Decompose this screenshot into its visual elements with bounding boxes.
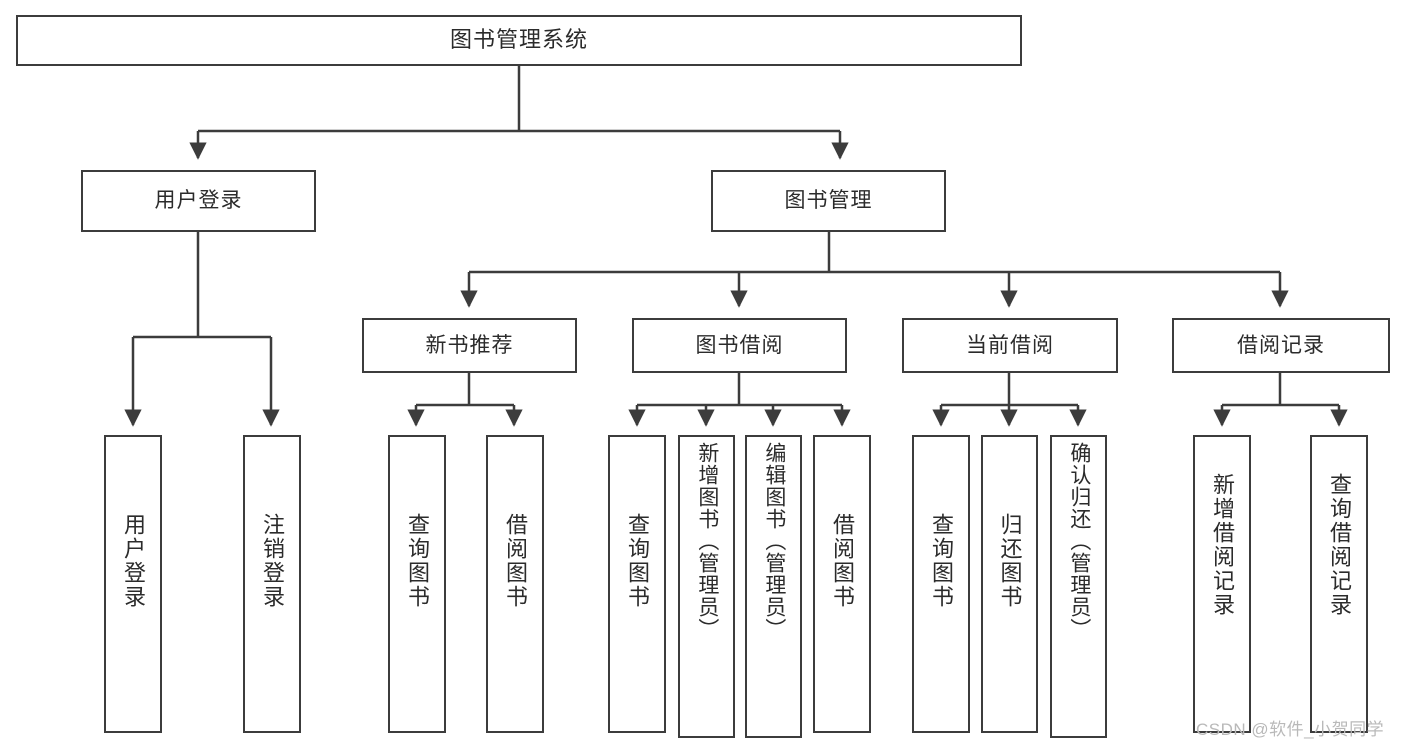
leaf-add-borrow-record[interactable]: 新增借阅记录	[1193, 435, 1251, 733]
node-label: 查询图书	[624, 513, 650, 609]
node-label: 确认归还（管理员）	[1067, 442, 1091, 640]
node-borrow-record[interactable]: 借阅记录	[1172, 318, 1390, 373]
node-book-management[interactable]: 图书管理	[711, 170, 946, 232]
node-label: 借阅图书	[502, 513, 528, 609]
node-label: 新书推荐	[425, 333, 514, 357]
leaf-logout[interactable]: 注销登录	[243, 435, 301, 733]
leaf-borrow-book[interactable]: 借阅图书	[813, 435, 871, 733]
node-user-login[interactable]: 用户登录	[81, 170, 316, 232]
node-label: 新增图书（管理员）	[695, 442, 719, 640]
leaf-edit-book-admin[interactable]: 编辑图书（管理员）	[745, 435, 802, 738]
leaf-return-book[interactable]: 归还图书	[981, 435, 1038, 733]
node-current-borrow[interactable]: 当前借阅	[902, 318, 1118, 373]
leaf-confirm-return-admin[interactable]: 确认归还（管理员）	[1050, 435, 1107, 738]
node-label: 查询借阅记录	[1326, 473, 1352, 617]
node-label: 新增借阅记录	[1209, 473, 1235, 617]
node-label: 用户登录	[120, 513, 146, 609]
node-label: 图书管理系统	[449, 27, 588, 53]
node-label: 编辑图书（管理员）	[762, 442, 786, 640]
leaf-add-book-admin[interactable]: 新增图书（管理员）	[678, 435, 735, 738]
node-label: 图书借阅	[695, 333, 784, 357]
node-label: 查询图书	[404, 513, 430, 609]
leaf-user-login[interactable]: 用户登录	[104, 435, 162, 733]
node-label: 当前借阅	[966, 333, 1054, 357]
leaf-borrow-book-recommend[interactable]: 借阅图书	[486, 435, 544, 733]
node-new-book-recommend[interactable]: 新书推荐	[362, 318, 577, 373]
node-label: 查询图书	[928, 513, 954, 609]
node-label: 借阅记录	[1237, 333, 1325, 357]
leaf-query-book-borrow[interactable]: 查询图书	[608, 435, 666, 733]
leaf-query-borrow-record[interactable]: 查询借阅记录	[1310, 435, 1368, 733]
node-book-borrow[interactable]: 图书借阅	[632, 318, 847, 373]
leaf-query-book-current[interactable]: 查询图书	[912, 435, 970, 733]
node-root[interactable]: 图书管理系统	[16, 15, 1022, 66]
watermark: CSDN @软件_小贺同学	[1196, 720, 1385, 739]
node-label: 注销登录	[259, 513, 285, 609]
node-label: 图书管理	[784, 189, 873, 213]
node-label: 用户登录	[154, 189, 243, 213]
node-label: 归还图书	[997, 513, 1023, 609]
leaf-query-book-recommend[interactable]: 查询图书	[388, 435, 446, 733]
node-label: 借阅图书	[829, 513, 855, 609]
